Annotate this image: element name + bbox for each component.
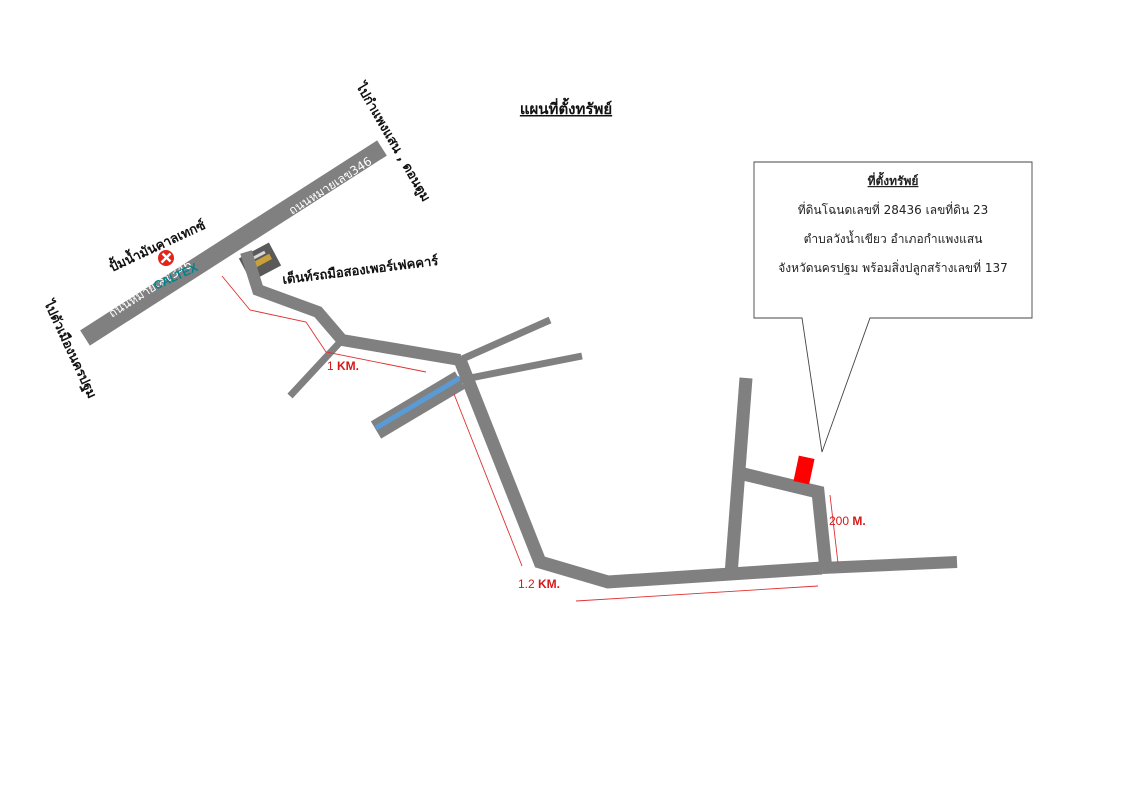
- bottom-road-east: [821, 556, 958, 574]
- distance-line-200m: [829, 494, 839, 564]
- distance-value-200m: 200: [829, 514, 852, 528]
- callout-box: [753, 161, 1033, 453]
- distance-unit-1km: KM.: [337, 359, 359, 373]
- callout-title: ที่ตั้งทรัพย์: [868, 171, 919, 188]
- property-marker-icon: [793, 455, 815, 485]
- car-tent-label: เต็นท์รถมือสองเพอร์เฟคคาร์: [281, 251, 439, 288]
- callout-line-3: จังหวัดนครปฐม พร้อมสิ่งปลูกสร้างเลขที่ 1…: [778, 259, 1008, 276]
- distance-value-1-2km: 1.2: [518, 577, 538, 591]
- side-road-upper: [458, 316, 552, 364]
- distance-line-1-2km: [453, 393, 523, 567]
- callout-line-2: ตำบลวังน้ำเขียว อำเภอกำแพงแสน: [804, 230, 983, 246]
- soi-road-to-property: [733, 465, 833, 571]
- direction-to-nakhon-pathom: ไปตัวเมืองนครปฐม: [39, 296, 101, 402]
- highway-label-upper: ถนนหมายเลข346: [286, 154, 374, 217]
- distance-line-1km: [221, 275, 427, 373]
- distance-line-bottom: [575, 585, 819, 602]
- direction-to-kamphaeng-saen: ไปกำแพงแสน , ดอนตูม: [352, 78, 435, 205]
- callout-line-1: ที่ดินโฉนดเลขที่ 28436 เลขที่ดิน 23: [798, 201, 989, 217]
- distance-label-1-2km: 1.2 KM.: [518, 577, 560, 591]
- distance-label-200m: 200 M.: [829, 514, 866, 528]
- junction-branch-road: [287, 337, 345, 399]
- map-title: แผนที่ตั้งทรัพย์: [520, 97, 612, 118]
- side-road-lower: [459, 352, 583, 384]
- distance-unit-1-2km: KM.: [538, 577, 560, 591]
- caltex-logo-icon: [158, 250, 174, 266]
- distance-label-1km: 1 KM.: [327, 359, 359, 373]
- main-road-south: [453, 357, 823, 589]
- distance-unit-200m: M.: [852, 514, 865, 528]
- connector-road: [240, 250, 462, 366]
- highway-346-road: [80, 140, 387, 346]
- distance-value-1km: 1: [327, 359, 337, 373]
- canal-water: [374, 375, 462, 431]
